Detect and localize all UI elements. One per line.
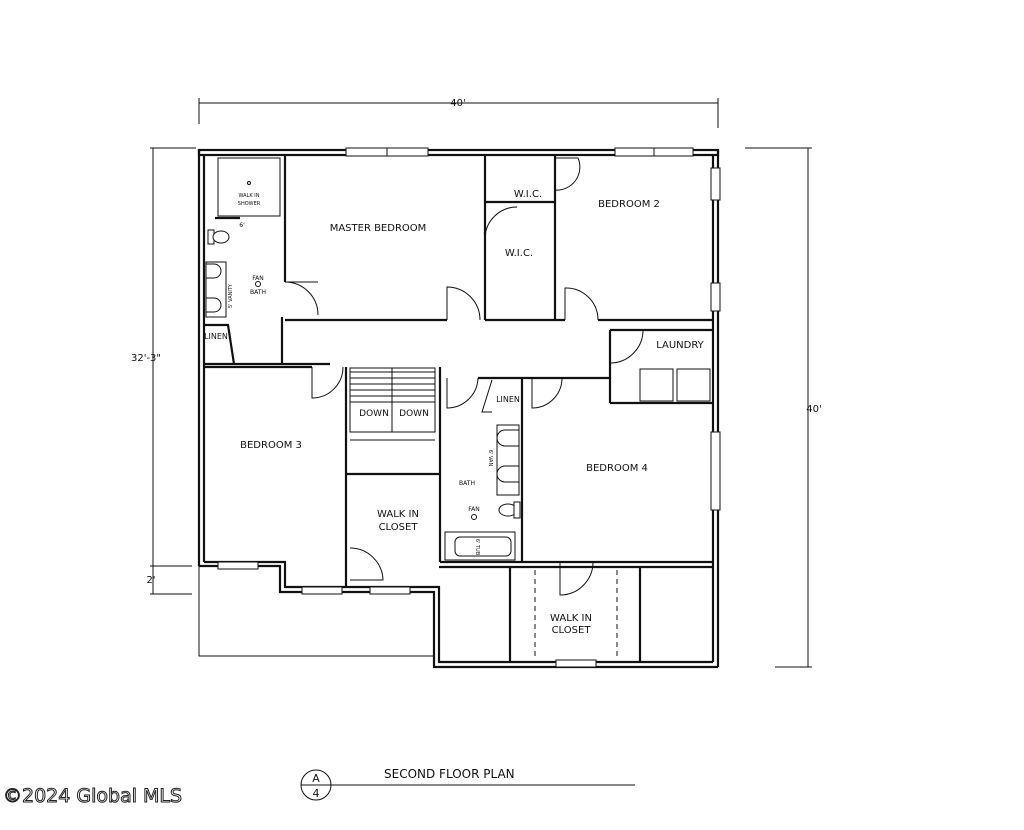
vanity-5-label: 5' VANITY	[228, 283, 234, 308]
bath-2-label: BATH	[459, 480, 475, 487]
room-wic-2: W.I.C.	[505, 248, 533, 259]
closet-walk-in-2: WALK IN	[550, 613, 592, 624]
exterior-walls	[197, 148, 720, 669]
closet-rods	[534, 570, 618, 660]
master-bath-label: BATH	[250, 289, 266, 296]
dim-left-height: 32'-3"	[131, 353, 161, 364]
closet-walk-in-1: WALK IN	[377, 509, 419, 520]
shower-width-dim: 6'	[239, 222, 245, 229]
title-block	[300, 769, 635, 801]
doors	[284, 157, 644, 596]
fixtures	[205, 157, 711, 561]
plan-title: SECOND FLOOR PLAN	[384, 767, 515, 781]
master-bath-fan: FAN	[252, 275, 264, 282]
room-laundry: LAUNDRY	[656, 340, 704, 351]
shower-label-1: WALK IN	[239, 193, 260, 199]
dimension-lines	[150, 98, 812, 668]
closet-label-1: CLOSET	[379, 522, 419, 533]
dim-right-height: 40'	[806, 404, 821, 415]
detail-number: A	[312, 772, 320, 785]
dim-offset: 2'	[146, 575, 155, 586]
tub-label: 6' TUB	[474, 539, 480, 556]
staircase	[349, 367, 436, 475]
bath-2-fan: FAN	[468, 506, 480, 513]
closet-label-2: CLOSET	[552, 625, 592, 636]
dim-top-width: 40'	[450, 98, 465, 109]
room-master-bedroom: MASTER BEDROOM	[330, 223, 427, 234]
windows	[217, 147, 721, 668]
room-wic-1: W.I.C.	[514, 189, 542, 200]
room-bedroom-3: BEDROOM 3	[240, 440, 302, 451]
stairs-down-2: DOWN	[399, 409, 429, 419]
sheet-number: 4	[313, 787, 320, 800]
watermark: ©2024 Global MLS	[3, 785, 182, 807]
room-linen-2: LINEN	[496, 395, 520, 404]
vanity-6-label: 6' VAN	[487, 450, 493, 467]
room-bedroom-4: BEDROOM 4	[586, 463, 648, 474]
shower-label-2: SHOWER	[238, 201, 261, 207]
room-linen-1: LINEN	[204, 332, 228, 341]
room-bedroom-2: BEDROOM 2	[598, 199, 660, 210]
porch-outline	[198, 566, 434, 657]
stairs-down-1: DOWN	[359, 409, 389, 419]
